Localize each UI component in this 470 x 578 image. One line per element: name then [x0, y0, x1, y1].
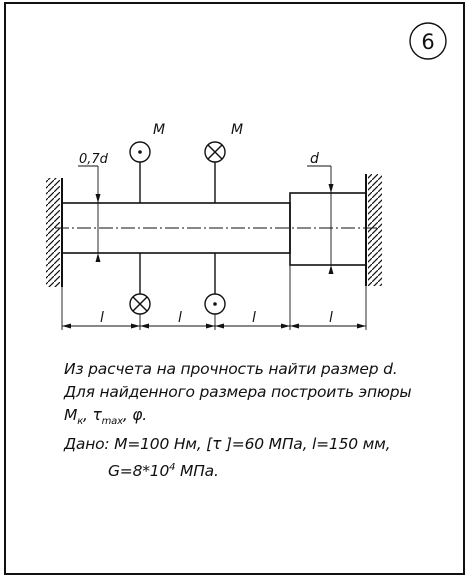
length-label-1: l	[100, 310, 104, 326]
variant-circle	[409, 22, 447, 60]
mk-symbol: М	[64, 406, 78, 424]
task-line-2: Для найденного размера построить эпюры	[64, 383, 412, 401]
large-diameter-label: d	[310, 151, 319, 167]
small-diameter-label: 0,7d	[79, 152, 109, 167]
sheet-border	[4, 2, 465, 575]
tau-symbol: , τ	[83, 406, 102, 424]
moment-dot-center-top	[138, 150, 142, 154]
length-label-4: l	[329, 310, 333, 326]
mk-subscript: к	[77, 416, 84, 428]
task-line-4: Дано: М=100 Нм, [τ ]=60 МПа, l=150 мм,	[64, 435, 391, 454]
dim-arrow-1	[62, 323, 71, 329]
dim-arrow-2	[131, 323, 140, 329]
task-line-1: Из расчета на прочность найти размер d.	[64, 360, 398, 378]
modulus-base: G=8*10	[108, 462, 170, 481]
length-label-2: l	[178, 310, 182, 326]
moment-cross-top-b	[207, 144, 223, 160]
dim-arrow-7	[290, 323, 299, 329]
small-diameter-arrow-bottom	[95, 253, 101, 262]
moment-label-right: M	[231, 122, 243, 138]
variant-number: 6	[421, 30, 434, 54]
moment-label-left: M	[153, 122, 165, 138]
dim-arrow-4	[206, 323, 215, 329]
task-statement: Из расчета на прочность найти размер d. …	[64, 358, 444, 483]
tau-subscript: max	[101, 416, 123, 428]
dim-arrow-3	[140, 323, 149, 329]
large-diameter-arrow-top	[328, 184, 334, 193]
small-diameter-arrow-top	[95, 194, 101, 203]
length-label-3: l	[252, 310, 256, 326]
left-wall-hatch	[46, 178, 60, 287]
moment-dot-center-bottom	[213, 302, 217, 306]
shaft-large-section	[289, 192, 367, 266]
task-line-5: G=8*104 МПа.	[64, 456, 444, 483]
right-wall-hatch	[368, 174, 382, 286]
large-diameter-arrow-bottom	[328, 265, 334, 274]
moment-cross-bottom-b	[132, 296, 148, 312]
modulus-exponent: 4	[169, 462, 176, 474]
dim-arrow-6	[281, 323, 290, 329]
task-line-3: Мк, τmax, φ.	[64, 404, 444, 433]
phi-symbol: , φ.	[122, 406, 148, 424]
dim-arrow-5	[215, 323, 224, 329]
dim-arrow-8	[357, 323, 366, 329]
modulus-unit: МПа.	[175, 462, 219, 481]
